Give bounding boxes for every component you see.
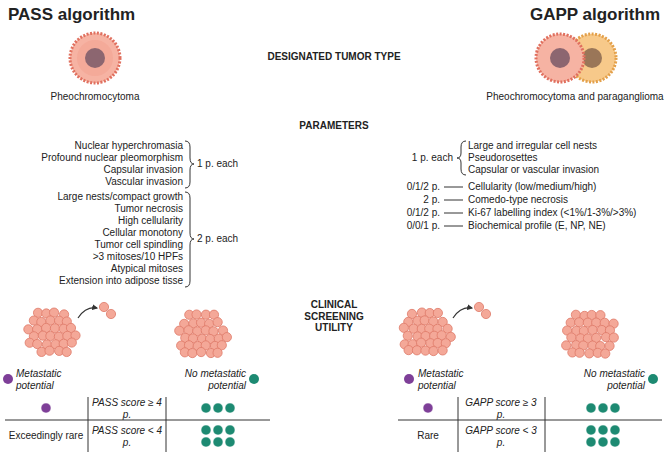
text-label: Ki-67 labelling index (<1%/1-3%/>3%) [468, 207, 663, 219]
legend-swatch [249, 374, 259, 384]
text-label: 0/0/1 p. [380, 220, 440, 232]
text-label: Tumor cell spindling [8, 239, 183, 251]
legend-swatch [3, 374, 13, 384]
spread-arrow [78, 308, 97, 318]
text-label: Tumor necrosis [8, 203, 183, 215]
text-label: Exceedingly rare [5, 430, 87, 442]
text-label: High cellularity [8, 215, 183, 227]
section-heading: GAPP algorithm [480, 5, 660, 25]
tumor-cells [536, 34, 616, 82]
text-label: Pseudorosettes [468, 152, 663, 164]
section-heading: PASS algorithm [8, 5, 188, 25]
text-label: Atypical mitoses [8, 263, 183, 275]
tumor-cell [70, 33, 120, 83]
legend-swatch [648, 374, 658, 384]
text-label: 0/1/2 p. [380, 207, 440, 219]
text-label: GAPP score < 3 p. [460, 425, 542, 448]
text-label: Pheochromocytoma [20, 91, 170, 103]
text-label: Profound nuclear pleomorphism [8, 152, 183, 164]
bracket [185, 141, 466, 287]
text-label: Capsular or vascular invasion [468, 164, 663, 176]
text-label: Large and irregular cell nests [468, 140, 663, 152]
text-label: Nuclear hyperchromasia [8, 140, 183, 152]
legend-text: No metastatic potential [174, 368, 246, 391]
table-lines [5, 397, 662, 452]
text-label: >3 mitoses/10 HPFs [8, 251, 183, 263]
text-label: GAPP score ≥ 3 p. [460, 397, 542, 420]
legend-text: Metastatic potential [16, 368, 80, 391]
text-label: PASS score ≥ 4 p. [90, 397, 164, 420]
text-label: Vascular invasion [8, 176, 183, 188]
section-heading: PARAMETERS [274, 120, 394, 132]
text-label: 0/1/2 p. [380, 181, 440, 193]
text-label: Biochemical profile (E, NP, NE) [468, 220, 663, 232]
legend-text: No metastatic potential [573, 368, 645, 391]
section-heading: CLINICAL SCREENING UTILITY [294, 299, 374, 334]
text-label: 2 p. [380, 194, 440, 206]
text-label: Extension into adipose tisse [8, 275, 183, 287]
text-label: Large nests/compact growth [8, 191, 183, 203]
text-label: Cellular monotony [8, 227, 183, 239]
text-label: 1 p. each [197, 158, 267, 170]
text-label: Capsular invasion [8, 164, 183, 176]
text-label: Pheochromocytoma and paraganglioma [480, 91, 668, 103]
text-label: Comedo-type necrosis [468, 194, 663, 206]
text-label: 1 p. each [383, 152, 453, 164]
legend-text: Metastatic potential [418, 368, 482, 391]
section-heading: DESIGNATED TUMOR TYPE [234, 51, 434, 63]
text-label: 2 p. each [197, 233, 267, 245]
text-label: PASS score < 4 p. [90, 425, 164, 448]
spread-arrow [453, 308, 472, 318]
legend-swatch [404, 374, 414, 384]
text-label: Rare [400, 430, 456, 442]
text-label: Cellularity (low/medium/high) [468, 181, 663, 193]
